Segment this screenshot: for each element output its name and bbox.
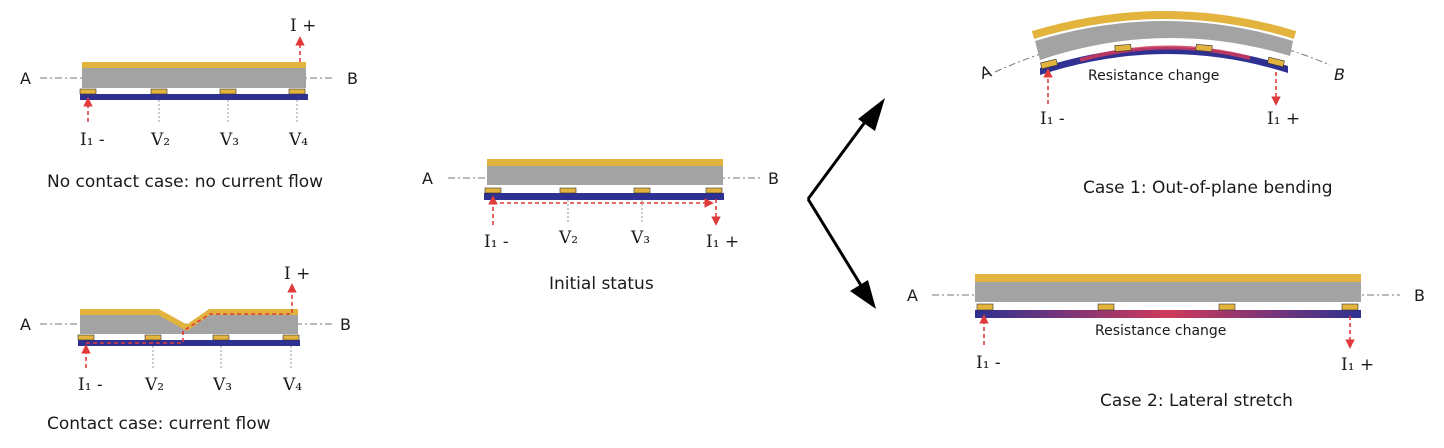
arrowhead-down	[850, 280, 876, 309]
electrode	[484, 187, 502, 194]
source-label: I +	[284, 264, 310, 284]
end-label-b: B	[340, 315, 351, 334]
electrode	[976, 303, 994, 311]
caption-no-contact: No contact case: no current flow	[47, 172, 323, 192]
electrode	[559, 187, 577, 194]
drain-label: I₁ -	[1040, 109, 1065, 129]
gray-substrate	[487, 166, 723, 185]
source-label: I₁ +	[1267, 109, 1300, 129]
electrode	[1097, 303, 1115, 311]
source-label: I₁ +	[1341, 355, 1374, 375]
top-gold-layer	[1031, 11, 1297, 39]
drain-label: I₁ -	[484, 232, 509, 252]
drain-label: I₁ -	[976, 353, 1001, 373]
gray-substrate	[975, 282, 1361, 302]
electrode	[1040, 58, 1058, 70]
gray-substrate	[82, 68, 306, 88]
electrode	[150, 88, 168, 95]
panel-initial: A B I₁ - V₂ V₃ I₁ + Initial status	[422, 159, 779, 294]
panel-bending: A B Resistance change I₁ - I₁ + Case 1: …	[977, 11, 1345, 198]
probe-label-v2: V₂	[144, 375, 164, 395]
bottom-blue-layer	[484, 193, 724, 200]
probe-label-v3: V₃	[630, 228, 650, 248]
end-label-b: B	[1414, 286, 1425, 305]
bottom-blue-layer	[80, 94, 308, 100]
end-label-b: B	[768, 169, 779, 188]
probe-label-v3: V₃	[212, 375, 232, 395]
branch-line-down	[806, 198, 864, 288]
probe-label-v4: V₄	[282, 375, 302, 395]
branch-arrows	[806, 98, 885, 309]
electrode	[1114, 43, 1132, 53]
resistance-label: Resistance change	[1095, 323, 1226, 339]
panel-stretch: A B Resistance change I₁ - I₁ + Case 2: …	[907, 274, 1425, 411]
electrode	[1341, 303, 1359, 311]
end-label-a: A	[907, 286, 918, 305]
gray-substrate	[80, 315, 298, 334]
end-label-a: A	[20, 69, 31, 88]
panel-contact: A B I + I₁ - V₂ V₃ V₄ Contact case: curr…	[20, 264, 351, 434]
caption-stretch: Case 2: Lateral stretch	[1100, 391, 1293, 411]
bottom-blue-layer	[975, 310, 1361, 318]
probe-label-v2: V₂	[558, 228, 578, 248]
electrode	[219, 88, 237, 95]
electrode	[282, 334, 300, 341]
electrode	[77, 334, 95, 341]
caption-contact: Contact case: current flow	[47, 414, 271, 434]
resistance-label: Resistance change	[1088, 68, 1219, 84]
end-label-a: A	[422, 169, 433, 188]
branch-line-up	[806, 117, 870, 200]
caption-bending: Case 1: Out-of-plane bending	[1083, 178, 1333, 198]
probe-label-v3: V₃	[219, 130, 239, 150]
electrode	[633, 187, 651, 194]
source-label: I₁ +	[706, 232, 739, 252]
arrowhead-up	[858, 98, 885, 131]
source-label: I +	[290, 16, 316, 36]
drain-label: I₁ -	[80, 130, 105, 150]
electrode	[144, 334, 162, 341]
end-label-b: B	[1334, 65, 1345, 84]
electrode	[1218, 303, 1236, 311]
electrode	[1267, 56, 1285, 68]
electrode	[705, 187, 723, 194]
top-gold-layer	[975, 274, 1361, 282]
end-label-a: A	[20, 315, 31, 334]
probe-label-v2: V₂	[150, 130, 170, 150]
panel-no-contact: A B I + I₁ - V₂ V₃ V₄ No contact case: n…	[20, 16, 358, 192]
resistance-glow	[1079, 45, 1251, 62]
electrode	[288, 88, 306, 95]
drain-label: I₁ -	[78, 375, 103, 395]
electrode	[79, 88, 97, 95]
gray-substrate	[1035, 21, 1293, 60]
top-gold-layer	[487, 159, 723, 166]
end-label-a: A	[977, 62, 993, 83]
top-gold-layer	[82, 62, 306, 68]
end-label-b: B	[347, 69, 358, 88]
electrode	[1195, 43, 1213, 53]
current-path	[86, 283, 297, 344]
electrode	[212, 334, 230, 341]
probe-label-v4: V₄	[288, 130, 308, 150]
caption-initial: Initial status	[549, 274, 654, 294]
bottom-blue-layer	[78, 340, 300, 346]
